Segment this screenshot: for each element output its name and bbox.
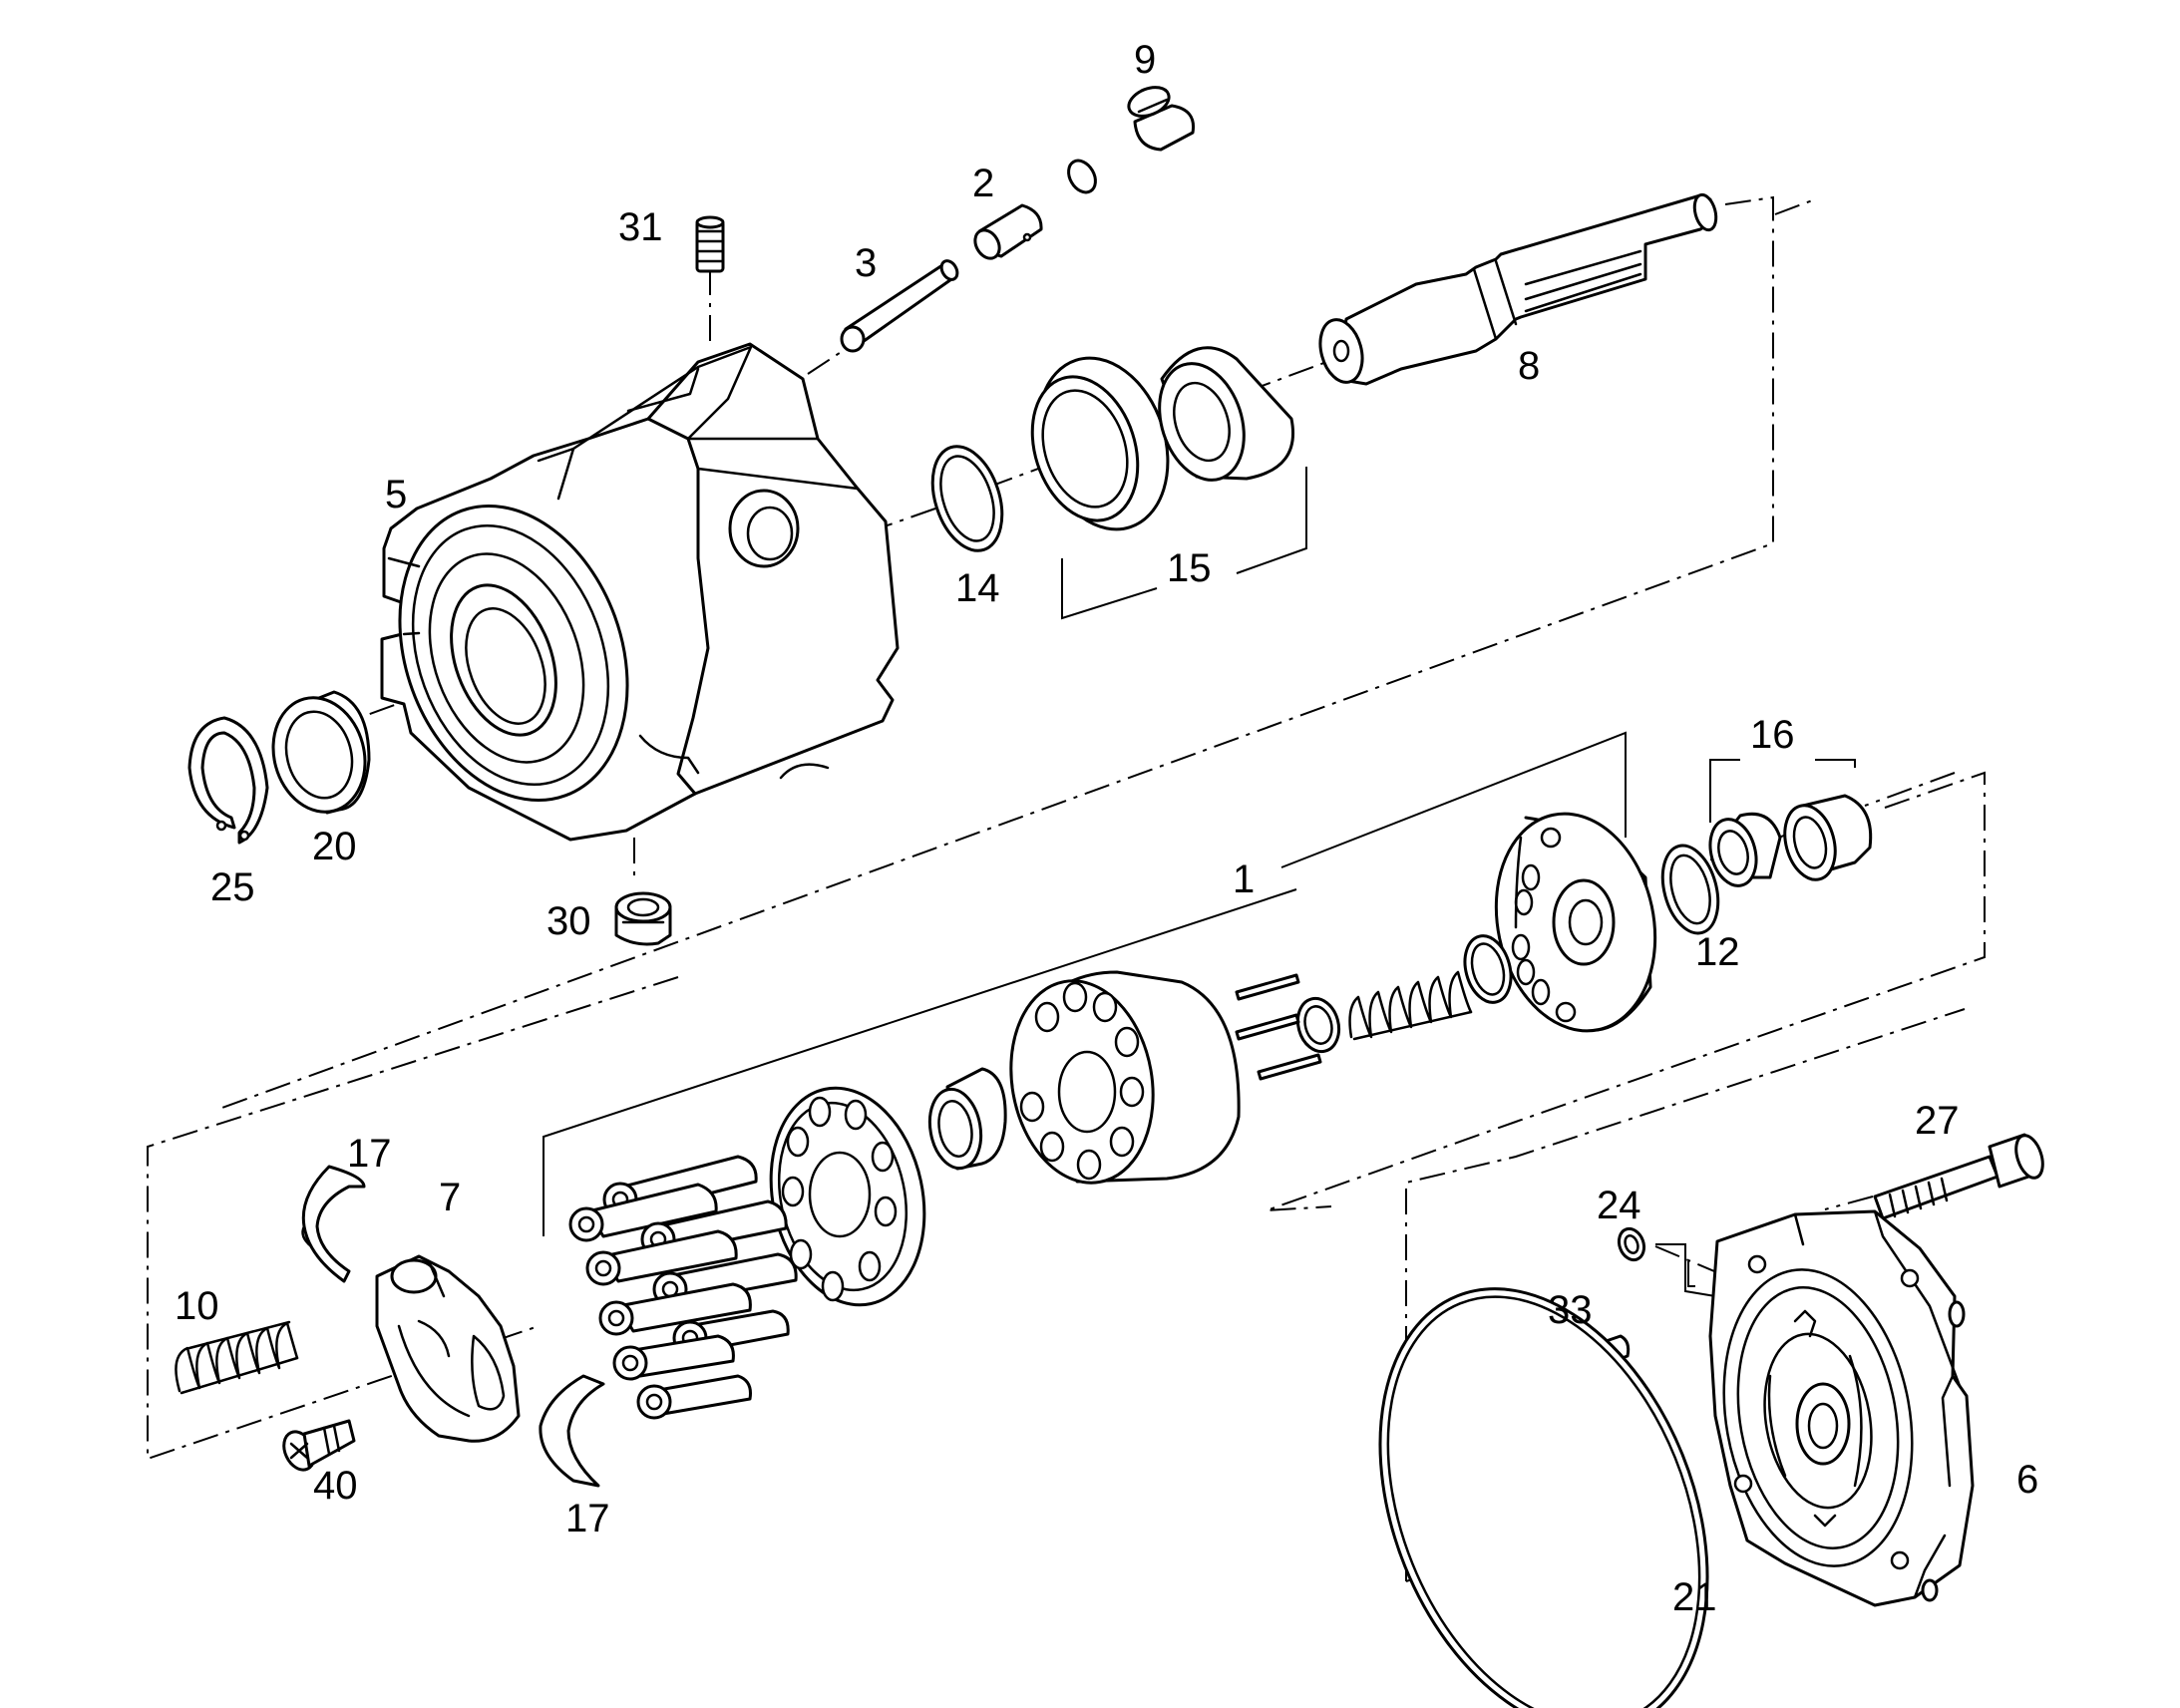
callout-40: 40 [313,1464,358,1508]
part-12-ring[interactable] [1653,840,1727,939]
callout-labels: 9 2 31 3 8 5 14 15 16 20 25 1 30 12 27 1… [175,38,2038,1619]
part-24-o-ring[interactable] [1615,1225,1647,1263]
part-2-sleeve[interactable] [970,203,1043,262]
callout-15: 15 [1167,546,1212,590]
callout-21: 21 [1672,1575,1717,1619]
part-9-plug[interactable] [1125,82,1196,152]
callout-31: 31 [618,205,663,249]
callout-25: 25 [210,865,255,909]
part-pistons[interactable] [568,1155,798,1420]
callout-9: 9 [1134,38,1156,82]
part-16-bearing[interactable] [1703,794,1873,891]
part-needle-bearing[interactable] [923,1067,1007,1173]
callout-17-upper: 17 [347,1132,392,1176]
callout-16: 16 [1750,713,1795,757]
part-pins[interactable] [1235,973,1322,1081]
callout-27: 27 [1915,1099,1960,1143]
callout-8: 8 [1518,344,1540,388]
part-5-housing[interactable] [361,342,900,842]
part-circlip-small[interactable] [1458,930,1518,1007]
part-40-screw[interactable] [278,1419,356,1475]
callout-33: 33 [1548,1288,1593,1332]
part-15-bearing[interactable] [1015,341,1294,546]
part-17-shell-upper[interactable] [301,1165,366,1283]
callout-12: 12 [1695,930,1740,974]
callout-6: 6 [2016,1458,2038,1502]
callout-2: 2 [972,162,994,205]
part-20-bearing-ring[interactable] [261,687,378,822]
part-31-set-screw[interactable] [695,215,725,273]
part-washer-small[interactable] [1292,994,1345,1057]
callout-7: 7 [439,1176,461,1219]
callout-3: 3 [855,241,877,285]
part-spring-large[interactable] [1348,970,1473,1041]
leader-brackets [543,467,1856,1297]
part-27-cap-screw[interactable] [1873,1132,2047,1220]
part-port-plate[interactable] [1477,799,1674,1046]
part-21-o-ring[interactable] [1318,1240,1769,1708]
part-retainer-plate[interactable] [752,1074,943,1319]
part-30-plug[interactable] [614,891,672,946]
callout-17-lower: 17 [565,1497,610,1540]
callout-24: 24 [1597,1184,1641,1227]
callout-5: 5 [385,473,407,516]
part-14-ring[interactable] [920,438,1014,559]
callout-30: 30 [546,899,591,943]
part-6-end-cover[interactable] [1701,1209,1975,1607]
part-25-circlip[interactable] [187,716,269,845]
part-o-ring-small[interactable] [1063,156,1101,196]
callout-10: 10 [175,1284,219,1328]
part-3-pin[interactable] [840,258,960,353]
callout-14: 14 [955,566,1000,610]
callout-1: 1 [1233,857,1255,901]
part-cylinder-barrel[interactable] [995,969,1241,1194]
part-10-spring[interactable] [175,1320,299,1395]
part-17-shell-lower[interactable] [539,1374,605,1488]
callout-20: 20 [312,825,357,868]
part-8-shaft[interactable] [1313,192,1719,387]
part-7-swash-plate[interactable] [375,1254,521,1443]
